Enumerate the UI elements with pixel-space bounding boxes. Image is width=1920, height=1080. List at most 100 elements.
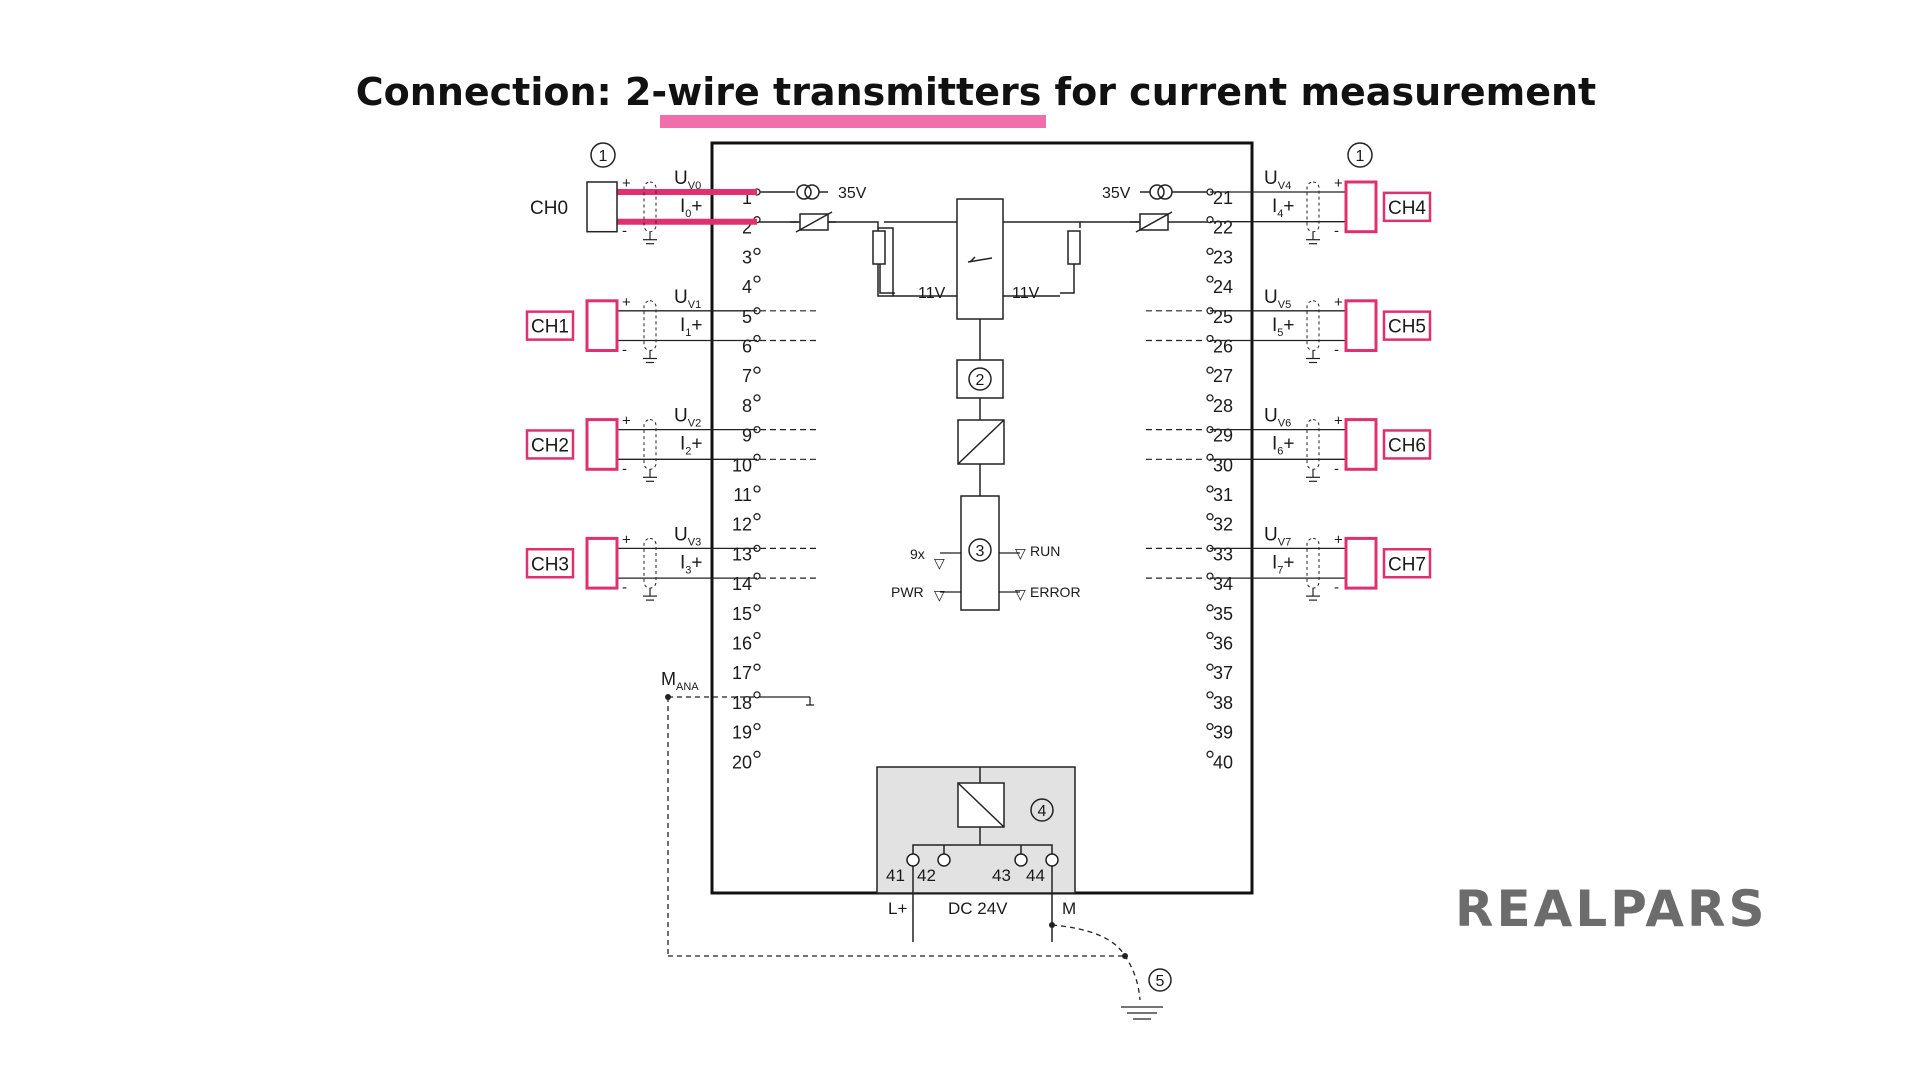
channel-label-box xyxy=(525,548,575,579)
led-error-icon: ▽ xyxy=(1015,586,1026,602)
transmitter-box xyxy=(1344,418,1378,471)
terminal-pin-6: 6 xyxy=(742,337,752,357)
voltage-label: UV6 xyxy=(1264,406,1291,430)
plus-sign: + xyxy=(1334,175,1343,192)
zener-left-label: 11V xyxy=(918,285,946,302)
led-error-label: ERROR xyxy=(1030,584,1081,600)
terminal-pin-30: 30 xyxy=(1213,455,1233,475)
channel-label-ch5: CH5 xyxy=(1388,317,1426,338)
voltage-label: UV0 xyxy=(674,168,701,192)
callout-3-label: 3 xyxy=(976,543,985,560)
callout-5-circle xyxy=(1148,968,1172,992)
terminal-pin-17: 17 xyxy=(732,663,752,683)
terminal-pin-39: 39 xyxy=(1213,723,1233,743)
transmitter-box xyxy=(586,181,618,233)
terminal-pin-34: 34 xyxy=(1213,574,1233,594)
terminal-pin-14: 14 xyxy=(732,574,752,594)
right-channels: +-UV4I4+CH4+-UV5I5+CH5+-UV6I6+CH6+-UV7I7… xyxy=(1146,168,1432,601)
terminal-pin-dot xyxy=(753,394,761,402)
callout-2-circle xyxy=(968,367,992,391)
terminal-pin-16: 16 xyxy=(732,634,752,654)
zener-right-label: 11V xyxy=(1012,285,1040,302)
transmitter-box xyxy=(1344,299,1378,352)
cable-shield xyxy=(643,537,657,589)
current-label: I0+ xyxy=(680,196,703,220)
minus-sign: - xyxy=(1334,342,1339,359)
callout-4-label: 4 xyxy=(1038,803,1047,820)
power-l-plus-label: L+ xyxy=(888,899,907,918)
terminal-pin-7: 7 xyxy=(742,366,752,386)
power-dc-label: DC 24V xyxy=(948,899,1008,918)
terminal-pin-2: 2 xyxy=(742,218,752,238)
supply-right-label: 35V xyxy=(1102,185,1131,202)
voltage-label: UV5 xyxy=(1264,287,1291,311)
terminal-pin-dot xyxy=(753,485,761,493)
terminal-pin-dot xyxy=(753,366,761,374)
terminal-pin-dot xyxy=(753,604,761,612)
channel-label-box xyxy=(1382,191,1432,223)
cable-shield xyxy=(1306,181,1320,233)
terminal-pin-8: 8 xyxy=(742,396,752,416)
power-pin-42: 42 xyxy=(917,866,936,885)
terminal-pin-25: 25 xyxy=(1213,307,1233,327)
terminal-pin-18: 18 xyxy=(732,693,752,713)
terminal-pin-37: 37 xyxy=(1213,663,1233,683)
terminal-pin-5: 5 xyxy=(742,307,752,327)
terminal-pin-dot xyxy=(753,691,761,699)
terminal-pin-28: 28 xyxy=(1213,396,1233,416)
callout-2-block xyxy=(956,359,1004,399)
power-m-label: M xyxy=(1062,899,1076,918)
terminal-pin-21: 21 xyxy=(1213,188,1233,208)
voltage-label: UV1 xyxy=(674,287,701,311)
mana-label: MANA xyxy=(661,669,699,693)
transmitter-box xyxy=(585,418,619,471)
current-label: I4+ xyxy=(1272,196,1295,220)
channel-label-box xyxy=(1382,310,1432,341)
terminal-pin-36: 36 xyxy=(1213,634,1233,654)
led-pwr-icon: ▽ xyxy=(934,587,945,603)
minus-sign: - xyxy=(1334,579,1339,596)
terminal-pin-dot xyxy=(1206,691,1214,699)
terminal-pin-24: 24 xyxy=(1213,277,1233,297)
terminal-pin-dot xyxy=(753,631,761,640)
plus-sign: + xyxy=(622,294,631,311)
channel-label-box xyxy=(1382,548,1432,579)
led-9x-label: 9x xyxy=(910,546,925,562)
callout-1-label: 1 xyxy=(1356,148,1365,165)
supply-left-symbol xyxy=(757,184,836,233)
channel-label-ch4: CH4 xyxy=(1388,198,1426,219)
channel-label-box xyxy=(525,429,575,460)
channel-label-ch0: CH0 xyxy=(530,198,568,219)
terminal-pin-9: 9 xyxy=(742,426,752,446)
terminal-pin-1: 1 xyxy=(742,188,752,208)
led-pwr-label: PWR xyxy=(891,584,924,600)
page-title: Connection: 2-wire transmitters for curr… xyxy=(355,70,1597,114)
terminal-pin-29: 29 xyxy=(1213,426,1233,446)
minus-sign: - xyxy=(622,342,627,359)
internal-circuit xyxy=(790,198,1164,611)
terminal-pin-20: 20 xyxy=(732,752,752,772)
callout-1-circle xyxy=(590,142,616,168)
plus-sign: + xyxy=(622,175,631,192)
terminal-pin-23: 23 xyxy=(1213,247,1233,267)
power-pin-41: 41 xyxy=(886,866,905,885)
terminal-pin-dot xyxy=(1206,247,1214,256)
minus-sign: - xyxy=(1334,223,1339,240)
terminal-pin-3: 3 xyxy=(742,247,752,267)
current-label: I2+ xyxy=(680,434,703,458)
callout-3-circle xyxy=(968,538,992,562)
callout-4-circle xyxy=(1030,798,1054,822)
voltage-label: UV2 xyxy=(674,406,701,430)
plus-sign: + xyxy=(1334,413,1343,430)
current-label: I3+ xyxy=(680,552,703,576)
cpu-block xyxy=(960,495,1000,611)
callout-5-label: 5 xyxy=(1156,973,1165,990)
minus-sign: - xyxy=(1334,460,1339,477)
terminal-pin-dot xyxy=(1206,604,1214,612)
